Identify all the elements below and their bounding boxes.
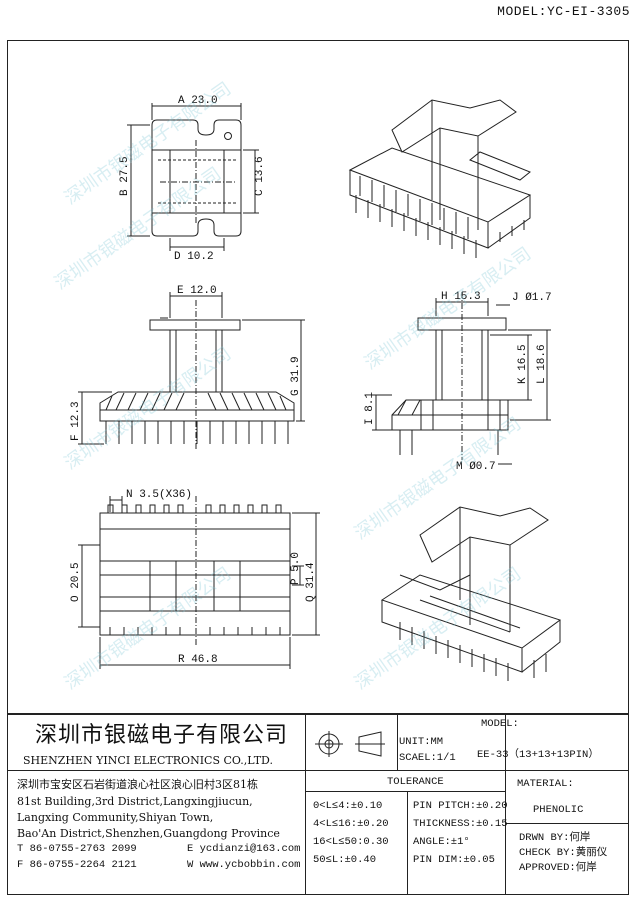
address-line-4: Bao'An District,Shenzhen,Guangdong Provi…: [17, 827, 280, 840]
tolerance-left-1: 0<L≤4:±0.10: [313, 800, 383, 812]
company-web: W www.ycbobbin.com: [187, 859, 301, 871]
tolerance-right-3: ANGLE:±1°: [413, 836, 470, 848]
unit-label: UNIT:MM: [399, 736, 444, 748]
company-email: E ycdianzi@163.com: [187, 843, 301, 855]
dim-c-label: C 13.6: [254, 156, 266, 196]
dim-g-label: G 31.9: [290, 356, 302, 396]
watermark: 深圳市银磁电子有限公司: [351, 563, 525, 694]
dim-d-label: D 10.2: [174, 251, 214, 263]
tolerance-title: TOLERANCE: [387, 776, 444, 788]
checked-by: CHECK BY:黄丽仪: [519, 847, 608, 859]
dim-b-label: B 27.5: [119, 156, 131, 196]
watermark: 深圳市银磁电子有限公司: [61, 343, 235, 474]
tolerance-left-2: 4<L≤16:±0.20: [313, 818, 389, 830]
drawn-by: DRWN BY:何岸: [519, 832, 591, 844]
company-name-cn: 深圳市银磁电子有限公司: [35, 723, 289, 748]
watermark: 深圳市银磁电子有限公司: [61, 563, 235, 694]
dim-q-label: Q 31.4: [305, 562, 317, 602]
dim-o-label: O 20.5: [70, 562, 82, 602]
tolerance-left-3: 16<L≤50:0.30: [313, 836, 389, 848]
watermark: 深圳市银磁电子有限公司: [351, 413, 525, 544]
address-line-2: 81st Building,3rd District,Langxingjiucu…: [17, 795, 253, 808]
model-number: MODEL:YC-EI-3305: [497, 4, 630, 19]
tolerance-right-1: PIN PITCH:±0.20: [413, 800, 508, 812]
top-plan-view: [127, 103, 259, 251]
isometric-view-top: [348, 99, 532, 258]
dim-f-label: F 12.3: [70, 401, 82, 441]
dim-r-label: R 46.8: [178, 654, 218, 666]
dim-a-label: A 23.0: [178, 95, 218, 107]
isometric-view-bottom: [380, 506, 562, 681]
material-label: MATERIAL:: [517, 778, 574, 790]
scale-label: SCAEL:1/1: [399, 752, 456, 764]
dim-l-label: L 18.6: [536, 344, 548, 384]
address-line-1: 深圳市宝安区石岩街道浪心社区浪心旧村3区81栋: [17, 778, 258, 791]
model-value: EE-33（13+13+13PIN）: [477, 749, 599, 761]
address-line-3: Langxing Community,Shiyan Town,: [17, 811, 214, 824]
dim-j-label: J Ø1.7: [512, 292, 552, 304]
company-name-en: SHENZHEN YINCI ELECTRONICS CO.,LTD.: [23, 754, 273, 767]
company-fax: F 86-0755-2264 2121: [17, 859, 137, 871]
dim-p-label: P 5.0: [290, 552, 302, 585]
approved-by: APPROVED:何岸: [519, 862, 597, 874]
side-elevation-view: [372, 298, 551, 465]
dim-e-label: E 12.0: [177, 285, 217, 297]
dim-h-label: H 15.3: [441, 291, 481, 303]
model-label: MODEL:: [481, 718, 519, 730]
watermark: 深圳市银磁电子有限公司: [361, 243, 535, 374]
dim-n-label: N 3.5(X36): [126, 489, 192, 501]
title-block: 深圳市银磁电子有限公司 SHENZHEN YINCI ELECTRONICS C…: [7, 713, 629, 895]
projection-symbol-icon: [315, 731, 385, 757]
tolerance-right-4: PIN DIM:±0.05: [413, 854, 495, 866]
tolerance-left-4: 50≤L:±0.40: [313, 854, 377, 866]
dim-m-label: M Ø0.7: [456, 461, 496, 473]
dim-k-label: K 16.5: [517, 344, 529, 384]
company-tel: T 86-0755-2763 2099: [17, 843, 137, 855]
drawing-frame: [7, 40, 629, 895]
dim-i-label: I 8.1: [364, 392, 376, 425]
tolerance-right-2: THICKNESS:±0.15: [413, 818, 508, 830]
bottom-plan-view: [78, 496, 320, 669]
technical-drawing: A 23.0 B 27.5 C 13.6 D 10.2 E 12.0 F 12.…: [51, 78, 562, 694]
material-value: PHENOLIC: [533, 804, 584, 816]
